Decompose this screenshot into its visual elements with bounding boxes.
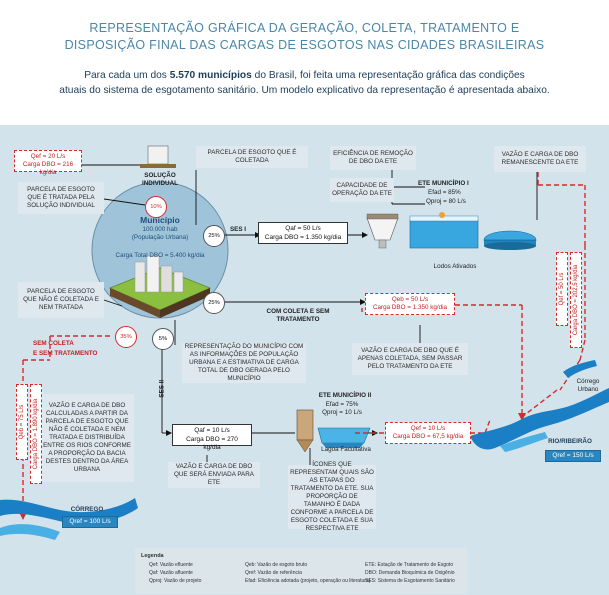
pct-si-badge: 10% (145, 196, 167, 218)
river-shape (470, 388, 609, 450)
pct-coleta-badge: 25% (203, 292, 225, 314)
pct-sem-badge: 35% (115, 326, 137, 348)
parcela-coletada-box: PARCELA DE ESGOTO QUE É COLETADA (196, 146, 308, 168)
intro-line-2: atuais do sistema de esgotamento sanitár… (59, 85, 550, 96)
icones-box: ÍCONES QUE REPRESENTAM QUAIS SÃO AS ETAP… (288, 461, 376, 532)
pretreatment-icon (296, 409, 314, 441)
municipio-pop: (População Urbana) (131, 234, 189, 241)
intro-line-1: Para cada um dos 5.570 municípios do Bra… (84, 70, 525, 81)
vazao-calc-box: VAZÃO E CARGA DE DBO CALCULADAS A PARTIR… (40, 394, 134, 482)
vazao-enviada-box: VAZÃO E CARGA DE DBO QUE SERÁ ENVIADA PA… (168, 462, 260, 488)
representacao-box: REPRESENTAÇÃO DO MUNICÍPIO COM AS INFORM… (182, 343, 306, 383)
urban-stream-shape (563, 360, 597, 378)
lagoa-label: Lagoa Facultativa (321, 446, 371, 453)
ete1-efad: Efad = 85% (428, 189, 461, 196)
ete1-qproj: Qproj = 80 L/s (426, 198, 466, 205)
corrego-urbano-label: Córrego Urbano (576, 378, 600, 393)
right-vertical-box-1: Qef = 50 L/s (556, 252, 568, 326)
vazao-remanescente-box: VAZÃO E CARGA DE DBO REMANESCENTE DA ETE (494, 146, 586, 172)
rio-label: RIO/RIBEIRÃO (548, 438, 592, 445)
title-line-1: REPRESENTAÇÃO GRÁFICA DA GERAÇÃO, COLETA… (89, 21, 520, 35)
vazao-apenas-box: VAZÃO E CARGA DE DBO QUE É APENAS COLETA… (352, 343, 468, 375)
building-2 (146, 255, 160, 293)
pct-sesii-badge: 5% (152, 328, 174, 350)
ete2-qproj: Qproj = 10 L/s (322, 409, 362, 416)
corrego-flow-box: Qref = 100 L/s (62, 516, 118, 528)
legend-title: Legenda (141, 553, 164, 559)
carga-total: Carga Total DBO = 5.400 kg/dia (115, 252, 205, 259)
ete1-name: ETE MUNICÍPIO I (418, 180, 469, 187)
left-vertical-box-1: Qeb = 75 L/s (16, 384, 28, 460)
left-vertical-box-2: Carga DBO = 1.890 kg/dia (30, 384, 42, 484)
parcela-si-box: PARCELA DE ESGOTO QUE É TRATADA PELA SOL… (18, 182, 104, 214)
municipio-hab: 100.000 hab (142, 226, 178, 233)
com-coleta-label: COM COLETA E SEM TRATAMENTO (266, 308, 330, 323)
lodos-label: Lodos Ativados (433, 263, 477, 270)
pct-sesi-badge: 25% (203, 225, 225, 247)
rio-flow-box: Qref = 150 L/s (545, 450, 601, 462)
solucao-individual-label: SOLUÇÃO INDIVIDUAL (141, 172, 179, 187)
sem-tratamento-label: E SEM TRATAMENTO (33, 350, 98, 357)
aeration-basin-icon (409, 219, 479, 249)
ses1-label: SES I (229, 226, 247, 233)
septic-tank-icon (147, 145, 169, 165)
right-vertical-box-2: Carga DBO = 202,5 kg/dia (570, 252, 582, 348)
settler-icon (366, 217, 399, 241)
lagoon-icon (317, 427, 371, 444)
building-1 (134, 261, 146, 293)
ses2-label: SES II (158, 379, 166, 398)
capacidade-box: CAPACIDADE DE OPERAÇÃO DA ETE (330, 178, 394, 202)
sem-coleta-label: SEM COLETA (33, 340, 74, 347)
city-ground-side-left (110, 288, 160, 318)
ete2-name: ETE MUNICÍPIO II (318, 392, 372, 399)
parcela-nao-box: PARCELA DE ESGOTO QUE NÃO É COLETADA E N… (18, 282, 104, 318)
building-4 (173, 271, 184, 293)
ete2-efad: Efad = 75% (325, 401, 359, 408)
municipio-title: Município (140, 215, 180, 225)
corrego-label: CÓRREGO (70, 506, 104, 513)
eficiencia-box: EFICIÊNCIA DE REMOÇÃO DE DBO DA ETE (330, 146, 416, 170)
septic-ground (140, 164, 176, 168)
building-3 (160, 265, 173, 293)
city-ground-side-right (160, 288, 210, 318)
title-line-2: DISPOSIÇÃO FINAL DAS CARGAS DE ESGOTOS N… (64, 38, 545, 52)
